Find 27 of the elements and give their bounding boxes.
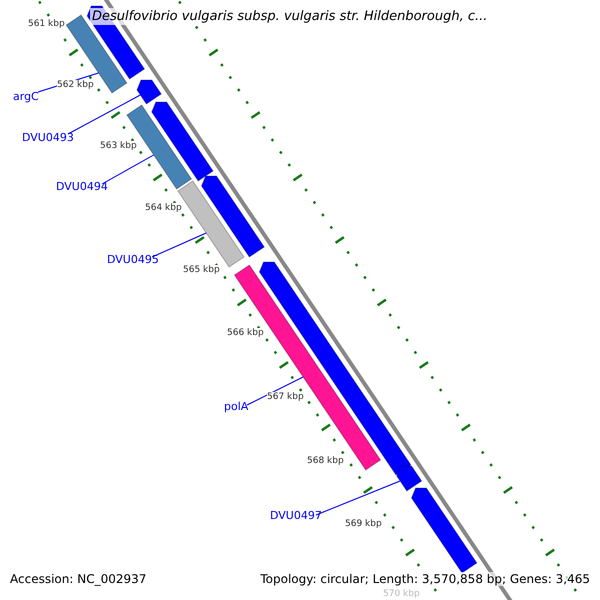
gene-label: DVU0493 bbox=[22, 131, 74, 144]
gene-label: DVU0495 bbox=[107, 253, 159, 266]
gene-label: polA bbox=[224, 400, 248, 413]
scale-label: 567 kbp bbox=[267, 392, 304, 402]
scale-label: 562 kbp bbox=[57, 80, 94, 90]
scale-label: 570 kbp bbox=[383, 589, 420, 599]
gene-label: argC bbox=[13, 90, 39, 103]
gene-label: DVU0497 bbox=[270, 509, 322, 522]
leader-line bbox=[68, 94, 141, 134]
gene-label: DVU0494 bbox=[56, 180, 108, 193]
gene-block bbox=[410, 488, 478, 574]
scale-label: 564 kbp bbox=[145, 203, 182, 213]
scale-label: 568 kbp bbox=[307, 456, 344, 466]
gene-block bbox=[200, 176, 265, 258]
gene-block bbox=[151, 102, 214, 182]
leader-line bbox=[246, 376, 304, 406]
scale-label: 569 kbp bbox=[345, 519, 382, 529]
scale-label: 561 kbp bbox=[28, 19, 65, 29]
gene-block bbox=[396, 466, 422, 492]
leader-line bbox=[316, 480, 401, 516]
scale-label: 563 kbp bbox=[100, 141, 137, 151]
scale-label: 566 kbp bbox=[227, 328, 264, 338]
accession-text: Accession: NC_002937 bbox=[10, 572, 146, 586]
leader-line bbox=[152, 232, 207, 258]
genome-summary: Topology: circular; Length: 3,570,858 bp; Genes: 3,465 bbox=[260, 572, 590, 586]
scale-label: 565 kbp bbox=[183, 265, 220, 275]
leader-line bbox=[102, 154, 154, 184]
